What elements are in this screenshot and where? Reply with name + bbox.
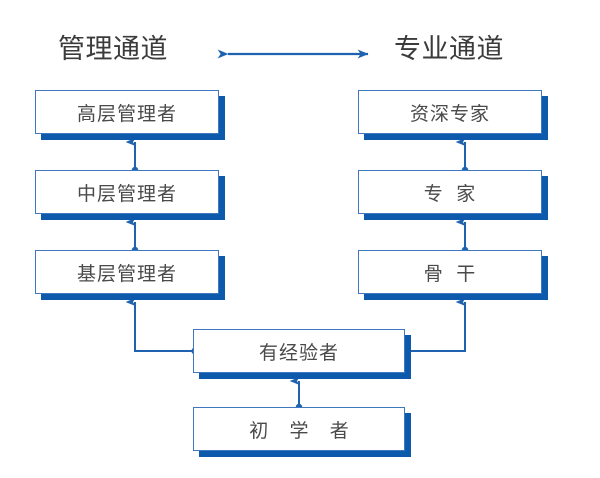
connector-frontline-to-middle-manager xyxy=(125,217,139,254)
node-beginner[interactable]: 初 学 者 xyxy=(193,407,405,451)
column-title-professional: 专业通道 xyxy=(394,34,504,64)
node-label: 初 学 者 xyxy=(249,420,357,442)
node-label: 资深专家 xyxy=(409,103,490,125)
node-label: 基层管理者 xyxy=(76,263,177,285)
connector-experienced-to-frontline-manager xyxy=(125,297,199,355)
node-label: 中层管理者 xyxy=(76,183,177,205)
node-label: 有经验者 xyxy=(258,342,339,364)
node-label: 专 家 xyxy=(423,183,477,205)
connector-expert-to-senior-expert xyxy=(455,137,469,174)
node-label: 高层管理者 xyxy=(76,103,177,125)
node-expert[interactable]: 专 家 xyxy=(358,170,542,214)
node-label: 骨 干 xyxy=(423,263,477,285)
connector-backbone-to-expert xyxy=(455,217,469,254)
node-backbone[interactable]: 骨 干 xyxy=(358,250,542,294)
node-middle-manager[interactable]: 中层管理者 xyxy=(35,170,219,214)
node-senior-manager[interactable]: 高层管理者 xyxy=(35,90,219,134)
connector-beginner-to-experienced xyxy=(289,376,303,411)
node-senior-expert[interactable]: 资深专家 xyxy=(358,90,542,134)
node-front-line-manager[interactable]: 基层管理者 xyxy=(35,250,219,294)
column-title-management: 管理通道 xyxy=(58,34,168,64)
node-experienced[interactable]: 有经验者 xyxy=(193,329,405,373)
connector-middle-to-senior-manager xyxy=(125,137,139,174)
